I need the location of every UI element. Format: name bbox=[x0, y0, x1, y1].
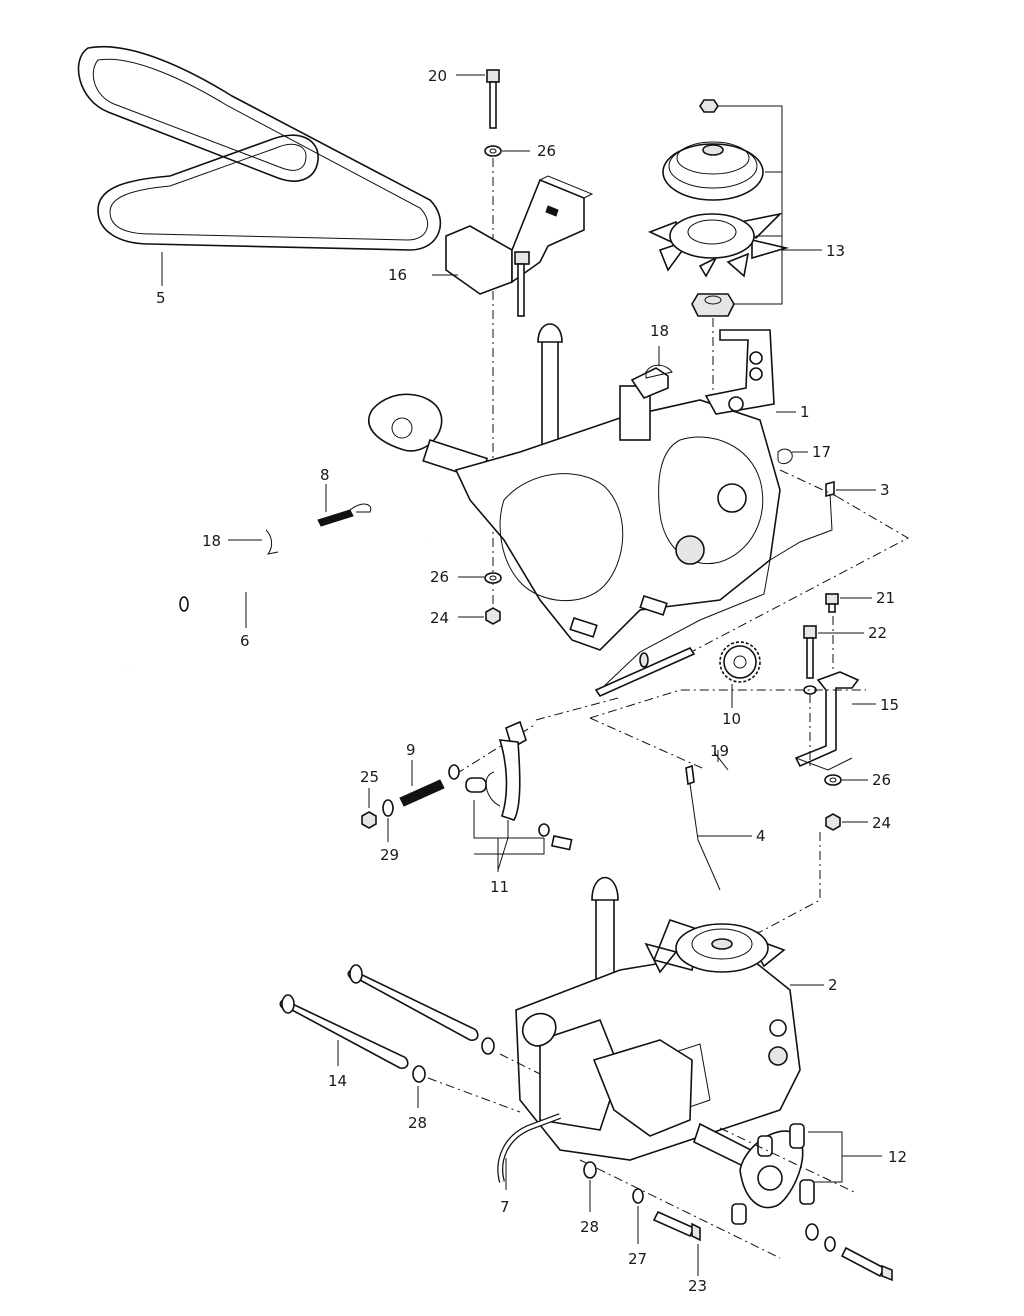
callout-25: 25 bbox=[360, 768, 379, 786]
callout-12: 12 bbox=[888, 1148, 907, 1166]
nut-24-mid bbox=[485, 607, 501, 625]
washer-29 bbox=[382, 799, 394, 817]
callout-15: 15 bbox=[880, 696, 899, 714]
callout-8: 8 bbox=[320, 466, 330, 484]
transmission-2 bbox=[515, 876, 801, 1161]
control-rod-6 bbox=[121, 537, 427, 672]
pin-19 bbox=[713, 751, 729, 771]
callout-28-left: 28 bbox=[408, 1114, 427, 1132]
callout-28-bottom: 28 bbox=[580, 1218, 599, 1236]
cotter-pin-18-top bbox=[645, 364, 673, 379]
washer-9 bbox=[448, 764, 460, 780]
drive-belt bbox=[77, 46, 442, 251]
spring-9 bbox=[399, 779, 445, 807]
bolt-20 bbox=[486, 69, 500, 129]
callout-14: 14 bbox=[328, 1072, 347, 1090]
callout-1: 1 bbox=[800, 403, 810, 421]
callout-18-left: 18 bbox=[202, 532, 221, 550]
washer-26-mid bbox=[484, 572, 502, 584]
callout-10: 10 bbox=[722, 710, 741, 728]
bracket-15 bbox=[794, 671, 860, 771]
callout-19: 19 bbox=[710, 742, 729, 760]
bolt-21 bbox=[825, 593, 839, 613]
brake-lever-assembly-11 bbox=[465, 720, 573, 851]
callout-22: 22 bbox=[868, 624, 887, 642]
callout-9: 9 bbox=[406, 741, 416, 759]
control-link-4 bbox=[685, 764, 721, 891]
callout-17: 17 bbox=[812, 443, 831, 461]
axle-tube-14 bbox=[279, 964, 495, 1083]
callout-26-top: 26 bbox=[537, 142, 556, 160]
nut-24-right bbox=[825, 813, 841, 831]
sprocket-10 bbox=[719, 641, 761, 683]
hub-hardware bbox=[805, 1223, 893, 1282]
callout-26-mid: 26 bbox=[430, 568, 449, 586]
callout-26-right: 26 bbox=[872, 771, 891, 789]
washer-26-right bbox=[824, 774, 842, 786]
washer-27 bbox=[632, 1188, 644, 1204]
callout-23: 23 bbox=[688, 1277, 707, 1295]
callout-24-mid: 24 bbox=[430, 609, 449, 627]
callout-2: 2 bbox=[828, 976, 838, 994]
control-rod-3 bbox=[599, 480, 835, 691]
callout-29: 29 bbox=[380, 846, 399, 864]
bolt-22 bbox=[803, 625, 817, 679]
control-rod-7 bbox=[497, 1113, 562, 1183]
washer-26-top bbox=[484, 145, 502, 157]
nut-25 bbox=[361, 811, 377, 829]
cotter-pin-18-left bbox=[265, 529, 279, 555]
callout-11: 11 bbox=[490, 878, 509, 896]
shaft bbox=[594, 646, 696, 698]
callout-3: 3 bbox=[880, 481, 890, 499]
transmission-1 bbox=[368, 323, 781, 651]
pulley-fan-assembly-13 bbox=[647, 99, 790, 317]
bolt-23 bbox=[652, 1210, 701, 1242]
callout-16: 16 bbox=[388, 266, 407, 284]
callout-24-right: 24 bbox=[872, 814, 891, 832]
callout-13: 13 bbox=[826, 242, 845, 260]
extension-spring-8 bbox=[317, 503, 372, 527]
callout-21: 21 bbox=[876, 589, 895, 607]
mounting-bracket-16 bbox=[445, 175, 594, 317]
callout-6: 6 bbox=[240, 632, 250, 650]
callout-20: 20 bbox=[428, 67, 447, 85]
washer-28-bottom bbox=[583, 1161, 597, 1179]
callout-5: 5 bbox=[156, 289, 166, 307]
callout-4: 4 bbox=[756, 827, 766, 845]
callout-18-top: 18 bbox=[650, 322, 669, 340]
clip-17 bbox=[777, 448, 793, 465]
callout-27: 27 bbox=[628, 1250, 647, 1268]
callout-7: 7 bbox=[500, 1198, 510, 1216]
wheel-hub-12 bbox=[693, 1122, 815, 1225]
